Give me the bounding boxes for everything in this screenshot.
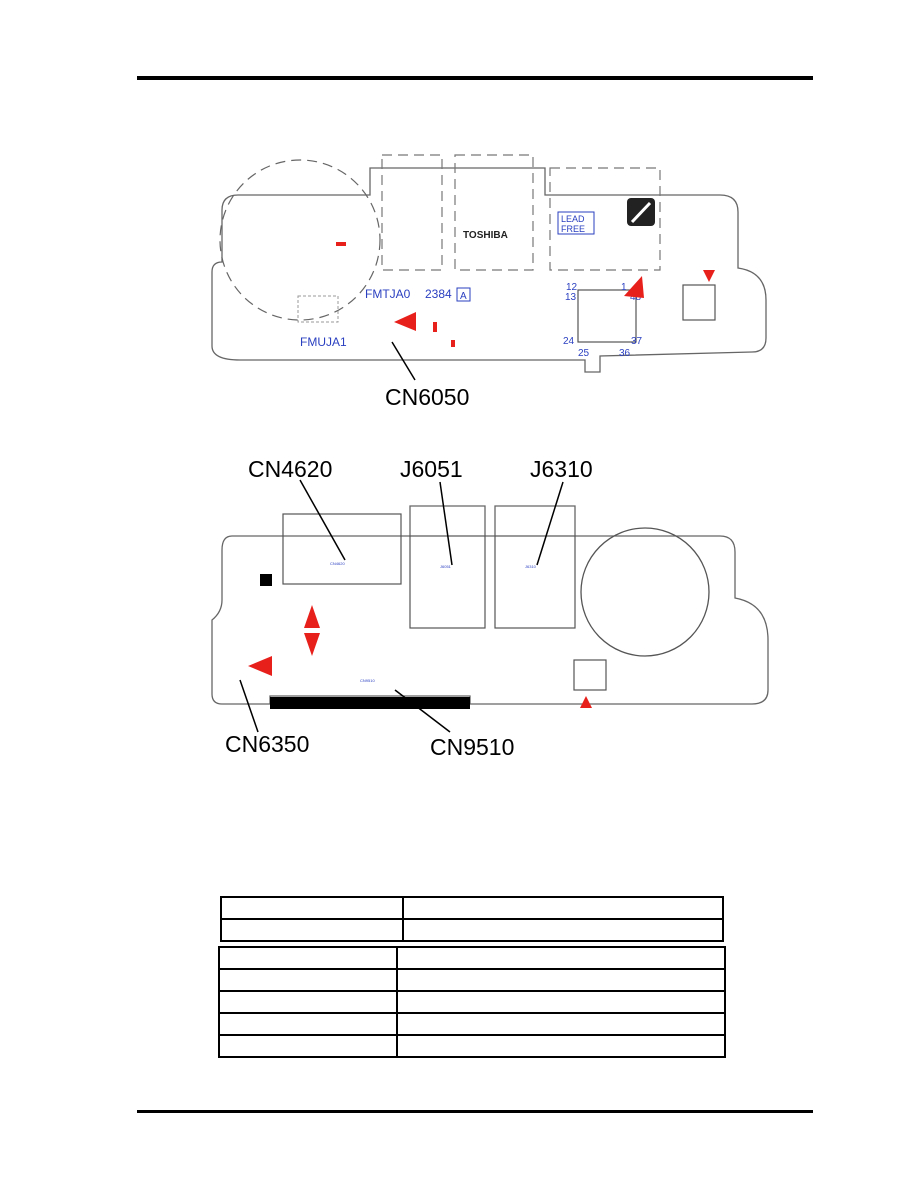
table-row	[218, 990, 726, 1014]
pin-36: 36	[619, 348, 631, 359]
board-top-dashed-block-2	[454, 154, 534, 271]
table-row	[218, 1034, 726, 1058]
marker-cn6350-arrow	[248, 656, 272, 676]
board-bottom-black-pad	[260, 574, 272, 586]
pin-12: 12	[566, 282, 578, 293]
board-bottom-cn9510-body	[270, 697, 470, 709]
board-bottom-view: CN4620 J6051 J6310 CN9510 CN4620 J6051 J…	[211, 456, 769, 760]
pin-37: 37	[631, 336, 643, 347]
brand-silkscreen: TOSHIBA	[463, 230, 508, 241]
board-top-dashed-block-3	[549, 167, 661, 271]
board-bottom-j6051-body	[409, 535, 486, 629]
table-cell	[396, 1034, 726, 1058]
board-bottom-ic	[573, 659, 607, 691]
table-row	[220, 918, 724, 942]
leader-cn4620	[299, 479, 346, 561]
table-row	[218, 1012, 726, 1036]
table-cell	[396, 990, 726, 1014]
silk-j6051-small: J6051	[440, 564, 452, 569]
leader-j6310	[536, 481, 564, 566]
marker-cn6050-arrow	[394, 312, 416, 331]
marker-chip-arrow	[624, 276, 644, 298]
board-top-view: LEAD FREE TOSHIBA FMTJA0 2384 A FMUJA1 1…	[211, 154, 767, 410]
silk-fmtja0: FMTJA0	[365, 287, 411, 301]
pin-25: 25	[578, 348, 590, 359]
silk-cn4620-small: CN4620	[330, 561, 345, 566]
board-bottom-cn4620-body	[282, 513, 402, 585]
pin-24: 24	[563, 336, 575, 347]
table-cell	[218, 946, 398, 970]
board-top-chip-lg	[577, 289, 637, 343]
table-cell	[220, 896, 404, 920]
table-row	[220, 896, 724, 920]
pb-logo-leaf	[630, 201, 652, 224]
leader-cn9510	[394, 689, 451, 733]
silk-fmuja1: FMUJA1	[300, 335, 347, 349]
marker-top-red-1	[336, 242, 346, 246]
table-row	[218, 946, 726, 970]
leader-cn6350	[239, 679, 259, 733]
table-cell	[396, 968, 726, 992]
grid-table-top	[220, 896, 724, 942]
callout-j6310: J6310	[530, 456, 593, 482]
board-top-outline	[211, 167, 767, 373]
board-bottom-j6310-body	[494, 535, 576, 629]
silk-rev: A	[460, 291, 467, 302]
callout-cn9510: CN9510	[430, 734, 514, 760]
marker-top-red-3	[451, 340, 455, 347]
table-cell	[220, 918, 404, 942]
leader-cn6050	[391, 341, 416, 381]
marker-bottom-up-arrow	[304, 605, 320, 628]
table-cell	[218, 1034, 398, 1058]
table-cell	[396, 946, 726, 970]
table-row	[218, 968, 726, 992]
board-top-chip-sm	[682, 284, 716, 321]
table-cell	[402, 918, 724, 942]
marker-ic-arrow	[580, 696, 592, 708]
table-cell	[218, 968, 398, 992]
header-rule	[137, 76, 813, 80]
table-cell	[402, 896, 724, 920]
callout-cn6050: CN6050	[385, 384, 469, 410]
silk-rev-box	[456, 287, 471, 302]
table-cell	[396, 1012, 726, 1036]
table-cell	[218, 990, 398, 1014]
lead-free-box	[557, 211, 595, 235]
footer-rule	[137, 1110, 813, 1113]
callout-cn4620: CN4620	[248, 456, 332, 482]
pin-13: 13	[565, 292, 577, 303]
silk-j6310-small: J6310	[525, 564, 537, 569]
silk-board-no: 2384	[425, 287, 452, 301]
board-top-dashed-circle	[219, 159, 381, 321]
callout-cn6350: CN6350	[225, 731, 309, 757]
leader-j6051	[439, 481, 453, 566]
table-cell	[218, 1012, 398, 1036]
board-top-lcd	[297, 295, 339, 323]
grid-table-bottom	[218, 946, 726, 1058]
marker-bottom-down-arrow	[304, 633, 320, 656]
marker-top-red-2	[433, 322, 437, 332]
lead-free-label-1: LEAD	[561, 214, 585, 224]
callout-j6051: J6051	[400, 456, 463, 482]
silk-cn9510-small: CN9510	[360, 678, 375, 683]
board-bottom-outline	[211, 505, 769, 705]
lead-free-label-2: FREE	[561, 224, 585, 234]
board-bottom-battery-circle	[580, 527, 710, 657]
marker-chip-sm-arrow	[703, 270, 715, 282]
pin-1: 1	[621, 282, 627, 293]
board-top-dashed-block-1	[381, 154, 443, 271]
pin-48: 48	[630, 292, 642, 303]
